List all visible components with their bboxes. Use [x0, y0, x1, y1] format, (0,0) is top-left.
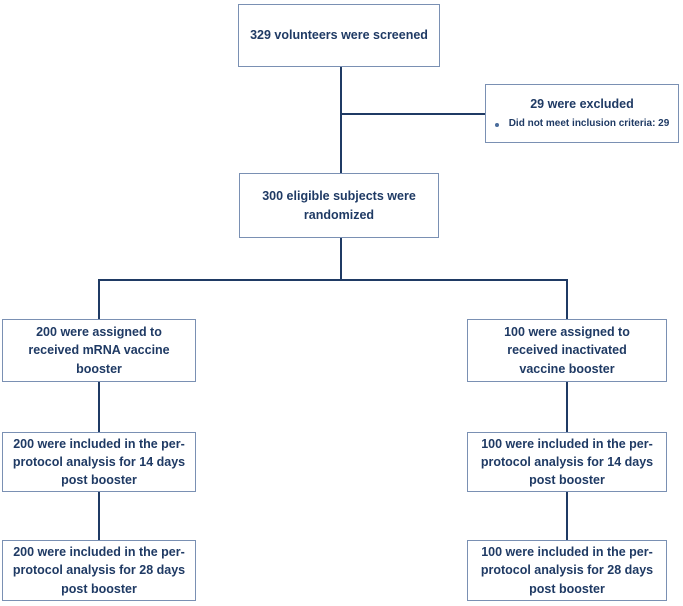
right-assigned-text: 100 were assigned to received inactivate… [504, 325, 630, 376]
left-day14-text: 200 were included in the per-protocol an… [12, 436, 186, 488]
connector-left-day14-to-day28 [98, 491, 100, 541]
right-day14-text: 100 were included in the per-protocol an… [480, 436, 654, 488]
connector-right-branch [566, 279, 568, 320]
connector-branch [98, 279, 566, 281]
connector-right-assigned-to-day14 [566, 381, 568, 433]
left-day14-box: 200 were included in the per-protocol an… [2, 432, 196, 492]
connector-left-assigned-to-day14 [98, 381, 100, 433]
left-day28-box: 200 were included in the per-protocol an… [2, 540, 196, 601]
bullet-icon [494, 122, 499, 127]
right-day28-text: 100 were included in the per-protocol an… [480, 545, 654, 596]
connector-randomized-down [340, 237, 342, 280]
right-day28-box: 100 were included in the per-protocol an… [467, 540, 667, 601]
excluded-box: 29 were excluded Did not meet inclusion … [485, 84, 679, 143]
left-assigned-text: 200 were assigned to received mRNA vacci… [28, 325, 170, 376]
connector-right-day14-to-day28 [566, 491, 568, 541]
connector-to-excluded [340, 113, 486, 115]
exclusion-reason-item: Did not meet inclusion criteria: 29 [494, 117, 670, 132]
screened-box: 329 volunteers were screened [238, 4, 440, 67]
connector-left-branch [98, 279, 100, 320]
right-day14-box: 100 were included in the per-protocol an… [467, 432, 667, 492]
screened-text: 329 volunteers were screened [250, 28, 428, 43]
left-day28-text: 200 were included in the per-protocol an… [12, 545, 186, 596]
exclusion-reason-text: Did not meet inclusion criteria: 29 [508, 118, 670, 130]
left-assigned-box: 200 were assigned to received mRNA vacci… [2, 319, 196, 382]
connector-screened-to-randomized [340, 66, 342, 174]
right-assigned-box: 100 were assigned to received inactivate… [467, 319, 667, 382]
excluded-title: 29 were excluded [530, 97, 634, 112]
randomized-box: 300 eligible subjects were randomized [239, 173, 439, 238]
randomized-text: 300 eligible subjects were randomized [262, 189, 416, 222]
